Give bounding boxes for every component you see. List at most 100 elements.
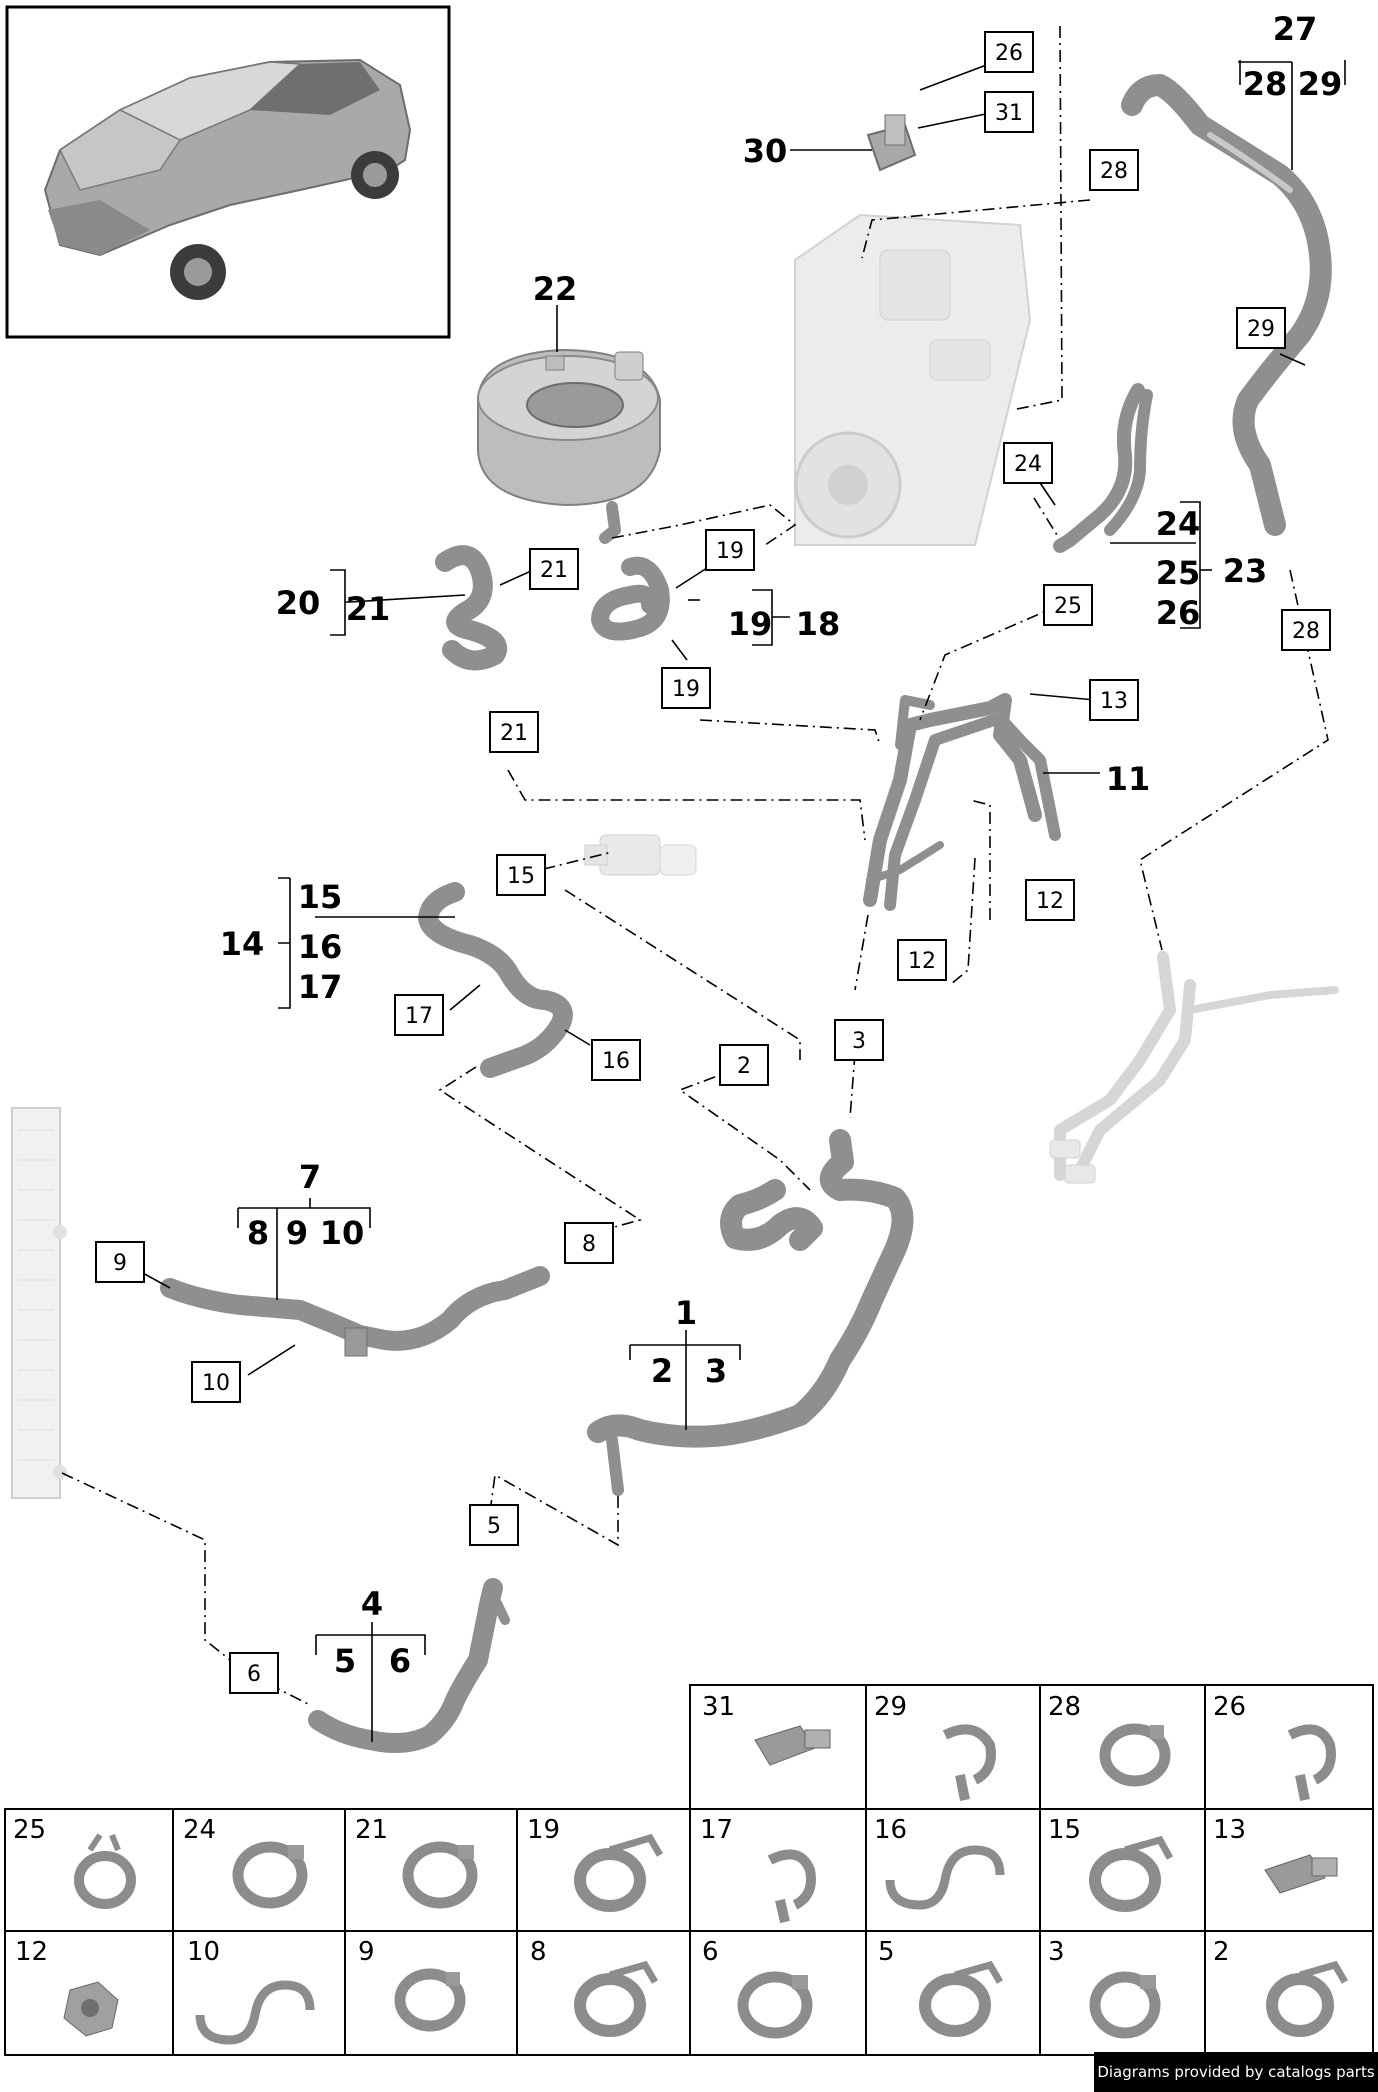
callout-25-group: 25 [1156, 554, 1201, 592]
callout-30: 30 [743, 132, 788, 170]
cell-num: 3 [1048, 1937, 1065, 1967]
box-25: 25 [1043, 584, 1093, 626]
nut-icon [63, 1981, 119, 2037]
hose-4-5-6 [308, 1578, 510, 1754]
clip-icon [942, 1724, 996, 1801]
hose-15 [418, 882, 573, 1078]
svg-text:19: 19 [672, 677, 700, 702]
hose-clamp-icon [1099, 1723, 1171, 1787]
box-15: 15 [496, 854, 546, 896]
svg-text:6: 6 [247, 1662, 261, 1687]
callout-21-group: 21 [346, 590, 391, 628]
box-28-right: 28 [1281, 609, 1331, 651]
cell-num: 21 [355, 1815, 388, 1845]
svg-text:28: 28 [1100, 159, 1128, 184]
box-5: 5 [469, 1504, 519, 1546]
band-clamp-icon [574, 1960, 659, 2037]
cell-num: 17 [700, 1815, 733, 1845]
svg-text:28: 28 [1292, 619, 1320, 644]
hose-27 [1121, 74, 1332, 536]
callout-29-group: 29 [1298, 65, 1343, 103]
hose-19 [591, 556, 670, 641]
svg-text:15: 15 [507, 864, 535, 889]
cell-num: 6 [702, 1937, 719, 1967]
cell-num: 5 [878, 1937, 895, 1967]
svg-text:16: 16 [602, 1049, 630, 1074]
callout-23: 23 [1223, 552, 1268, 590]
double-clip-icon [195, 1980, 315, 2045]
hose-clamp-icon [402, 1841, 478, 1909]
parts-row-3: 12 10 9 8 6 5 3 2 [4, 1930, 1374, 2056]
callout-22: 22 [533, 270, 578, 308]
callout-5-group: 5 [334, 1642, 356, 1680]
callout-11: 11 [1106, 760, 1151, 798]
hose-clamp-icon [232, 1841, 308, 1909]
box-28-top: 28 [1089, 149, 1139, 191]
spring-clamp-icon [74, 1833, 136, 1909]
hose-21 [435, 545, 508, 671]
guide-lines [61, 25, 1329, 1706]
box-17: 17 [394, 994, 444, 1036]
cell-num: 31 [702, 1692, 735, 1722]
hose-8-9-10 [160, 1266, 550, 1357]
callout-10-group: 10 [320, 1214, 365, 1252]
svg-text:17: 17 [405, 1004, 433, 1029]
cell-num: 10 [187, 1937, 220, 1967]
box-19-top: 19 [705, 529, 755, 571]
hose-clamp-icon [394, 1968, 466, 2032]
callout-7: 7 [299, 1158, 321, 1196]
box-3: 3 [834, 1019, 884, 1061]
double-clip-icon [885, 1845, 1005, 1910]
expansion-tank [477, 348, 661, 544]
cell-num: 2 [1213, 1937, 1230, 1967]
diagram-credit: Diagrams provided by catalogs parts [1094, 2052, 1378, 2092]
band-clamp-icon [1089, 1835, 1174, 1912]
clip-icon [767, 1849, 816, 1924]
leader-lines [122, 57, 1346, 1742]
bracket-30 [866, 114, 917, 172]
callout-2-group: 2 [651, 1352, 673, 1390]
cell-num: 26 [1213, 1692, 1246, 1722]
callout-20: 20 [276, 584, 321, 622]
cell-num: 24 [183, 1815, 216, 1845]
callout-19-group: 19 [728, 605, 773, 643]
callout-4: 4 [361, 1585, 383, 1623]
box-19-bottom: 19 [661, 667, 711, 709]
cell-num: 15 [1048, 1815, 1081, 1845]
radiator-ghost [11, 1107, 67, 1499]
box-8: 8 [564, 1222, 614, 1264]
svg-text:21: 21 [500, 721, 528, 746]
svg-text:12: 12 [908, 949, 936, 974]
callout-26-group: 26 [1156, 594, 1201, 632]
bolt-icon [754, 1725, 831, 1766]
vehicle-thumbnail [5, 5, 451, 339]
band-clamp-icon [574, 1833, 664, 1912]
svg-text:19: 19 [716, 539, 744, 564]
cell-num: 29 [874, 1692, 907, 1722]
callout-9-group: 9 [286, 1214, 308, 1252]
svg-text:5: 5 [487, 1514, 501, 1539]
callout-28-group: 28 [1243, 65, 1288, 103]
box-24: 24 [1003, 442, 1053, 484]
parts-row-2: 25 24 21 19 17 16 15 13 [4, 1808, 1374, 1932]
pipe-manifold-11 [863, 693, 1061, 911]
svg-text:13: 13 [1100, 689, 1128, 714]
box-6: 6 [229, 1652, 279, 1694]
hose-clamp-icon [1089, 1971, 1161, 2039]
box-10: 10 [191, 1361, 241, 1403]
cell-num: 16 [874, 1815, 907, 1845]
callout-17-group: 17 [298, 968, 343, 1006]
box-31: 31 [984, 91, 1034, 133]
callout-14: 14 [220, 925, 265, 963]
box-21-bottom: 21 [489, 711, 539, 753]
box-29: 29 [1236, 307, 1286, 349]
svg-text:21: 21 [540, 558, 568, 583]
parts-table: 31 29 28 26 25 24 21 19 17 16 15 [4, 1684, 1374, 2056]
svg-text:9: 9 [113, 1251, 127, 1276]
cell-num: 12 [15, 1937, 48, 1967]
hose-1-2-3 [587, 1129, 914, 1496]
suv-illustration [43, 58, 412, 300]
callout-1: 1 [675, 1294, 697, 1332]
cell-num: 9 [358, 1937, 375, 1967]
